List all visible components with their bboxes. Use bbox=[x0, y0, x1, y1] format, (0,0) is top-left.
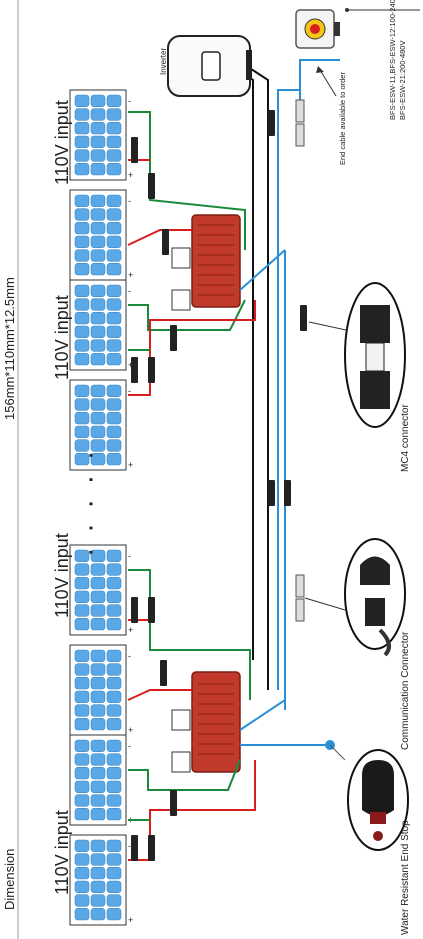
string-label-3: 110V input bbox=[52, 295, 72, 380]
comm-connector-inline bbox=[295, 99, 305, 622]
string-label-2: 110V input bbox=[52, 533, 72, 618]
string-label-1: 110V input bbox=[52, 810, 72, 895]
solar-panel: +- bbox=[69, 834, 133, 926]
solar-panel: +- bbox=[69, 379, 133, 471]
solar-panel: +- bbox=[69, 279, 133, 371]
panel-minus-terminal: - bbox=[128, 96, 131, 106]
communication-connector-callout bbox=[304, 538, 406, 657]
panel-plus-terminal: + bbox=[128, 170, 133, 180]
optimizer-lower bbox=[171, 671, 241, 773]
optimizer-upper bbox=[171, 214, 241, 311]
mc4-connector-callout bbox=[308, 282, 406, 428]
string-label-4: 110V input bbox=[52, 100, 72, 185]
panel-minus-terminal: - bbox=[128, 651, 131, 661]
panel-plus-terminal: + bbox=[128, 460, 133, 470]
mc4-plugs bbox=[131, 110, 307, 861]
end-stop-icon bbox=[347, 749, 409, 851]
inverter-icon bbox=[167, 35, 252, 97]
dimension-value: 156mm*110mm*12.5mm bbox=[2, 277, 17, 420]
dimension-label: Dimension bbox=[2, 849, 17, 910]
panel-minus-terminal: - bbox=[128, 841, 131, 851]
rsd-model-line-1: BFS-ESW-11,BFS-ESW-12:100-240V bbox=[388, 0, 397, 120]
end-stop-label: Water Resistant End Stop bbox=[400, 820, 411, 935]
lower-string-wires bbox=[127, 569, 256, 861]
panel-plus-terminal: + bbox=[128, 360, 133, 370]
panel-plus-terminal: + bbox=[128, 725, 133, 735]
trunk-cables bbox=[231, 59, 340, 746]
panel-minus-terminal: - bbox=[128, 741, 131, 751]
panel-plus-terminal: + bbox=[128, 270, 133, 280]
panel-minus-terminal: - bbox=[128, 386, 131, 396]
solar-panel: +- bbox=[69, 189, 133, 281]
inverter-label: Inverter bbox=[159, 48, 168, 75]
panel-plus-terminal: + bbox=[128, 915, 133, 925]
solar-panel: +- bbox=[69, 734, 133, 826]
communication-connector-label: Communication Connector bbox=[400, 631, 411, 750]
panel-minus-terminal: - bbox=[128, 551, 131, 561]
panel-plus-terminal: + bbox=[128, 625, 133, 635]
svg-text:End cable available to order: End cable available to order bbox=[338, 72, 347, 165]
end-cable-note: End cable available to order bbox=[316, 66, 347, 165]
rsd-model-line-2: BFS-ESW-21:200-480V bbox=[398, 41, 407, 120]
panel-minus-terminal: - bbox=[128, 286, 131, 296]
ellipsis: · · · · · bbox=[81, 445, 103, 555]
solar-panel: +- bbox=[69, 89, 133, 181]
mc4-connector-label: MC4 connector bbox=[400, 404, 411, 472]
solar-panel: +- bbox=[69, 544, 133, 636]
panel-minus-terminal: - bbox=[128, 196, 131, 206]
rsd-transmitter-icon bbox=[295, 9, 340, 49]
solar-panels: +-+-+-+-+-+-+-+- bbox=[69, 89, 133, 926]
solar-panel: +- bbox=[69, 644, 133, 736]
